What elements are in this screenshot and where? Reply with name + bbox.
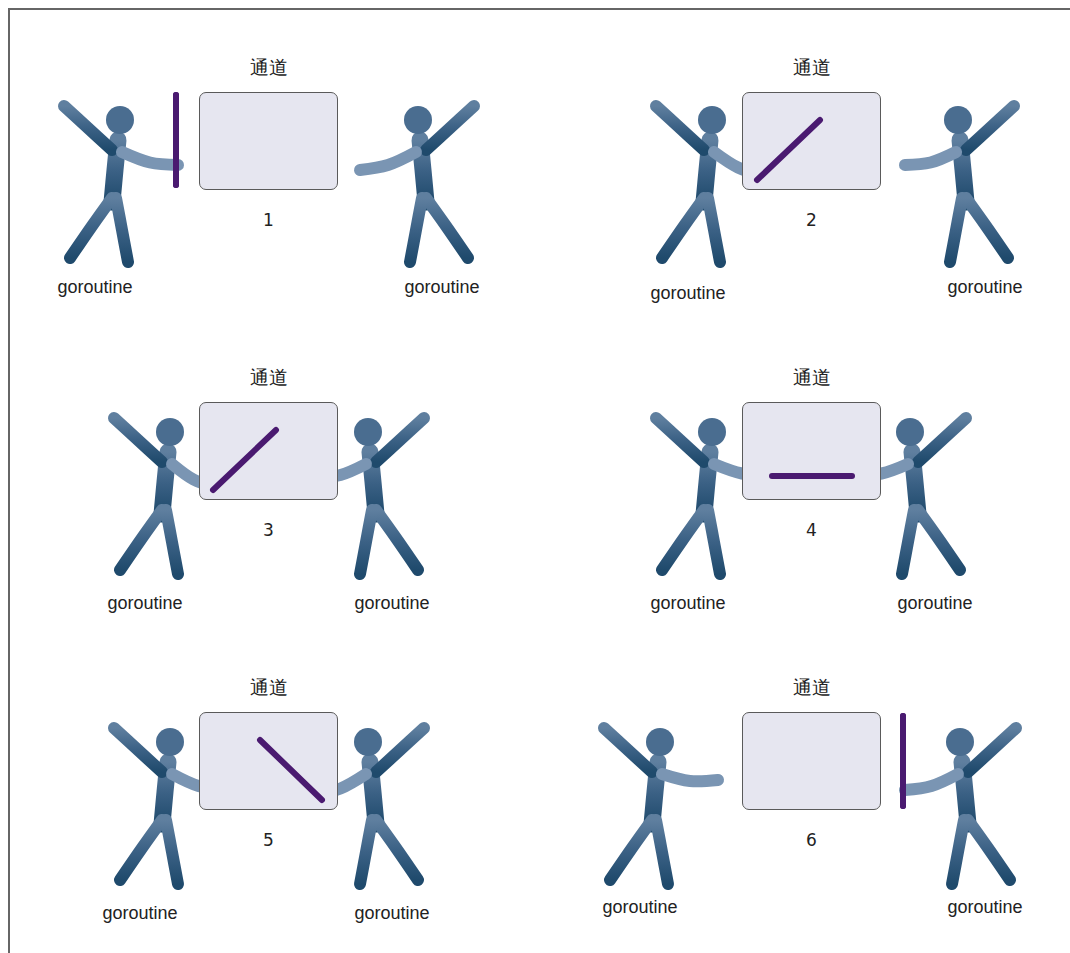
goroutine-label: goroutine [947,277,1022,298]
goroutine-label: goroutine [897,593,972,614]
frame [9,9,1070,953]
goroutine-label: goroutine [107,593,182,614]
goroutine-figure [604,728,718,884]
goroutine-label: goroutine [602,897,677,918]
goroutine-figure [905,728,1016,884]
goroutine-label: goroutine [354,593,429,614]
limb [120,820,162,880]
limb [968,728,1016,772]
limb [376,418,424,462]
limb [610,820,652,880]
limb [656,418,704,462]
head [156,728,184,756]
head [404,106,432,134]
limb [662,198,704,258]
limb [64,106,112,150]
channel-box: 通道1 [199,92,338,190]
limb [918,418,966,462]
limb [360,510,372,574]
goroutine-label: goroutine [57,277,132,298]
limb [166,820,178,884]
limb [376,820,418,880]
limb [708,198,720,262]
limb [122,152,178,165]
limb [656,106,704,150]
channel-box: 通道4 [742,402,881,500]
goroutine-label: goroutine [947,897,1022,918]
limb [376,728,424,772]
limb [426,198,468,258]
head [944,106,972,134]
limb [708,510,720,574]
head [698,106,726,134]
channel-box: 通道5 [199,712,338,810]
goroutine-label: goroutine [650,283,725,304]
limb [376,510,418,570]
limb [360,820,372,884]
step-number: 6 [723,830,900,850]
goroutine-figure [360,106,474,262]
limb [952,820,964,884]
channel-box: 通道3 [199,402,338,500]
channel-title: 通道 [180,675,357,701]
limb [604,728,652,772]
limb [120,510,162,570]
limb [950,198,962,262]
limb [426,106,474,150]
limb [966,106,1014,150]
message-stick [173,95,179,185]
step-number: 1 [180,210,357,230]
message-stick [173,95,179,185]
channel-box: 通道6 [742,712,881,810]
goroutine-figure [905,106,1014,262]
limb [662,774,718,781]
step-number: 3 [180,520,357,540]
limb [114,418,162,462]
head [946,728,974,756]
limb [902,510,914,574]
channel-title: 通道 [723,365,900,391]
head [354,418,382,446]
step-number: 2 [723,210,900,230]
limb [968,820,1010,880]
limb [166,510,178,574]
limb [966,198,1008,258]
goroutine-figure [64,106,178,262]
step-number: 5 [180,830,357,850]
goroutine-label: goroutine [102,903,177,924]
step-number: 4 [723,520,900,540]
goroutine-label: goroutine [650,593,725,614]
message-stick [900,716,906,806]
limb [114,728,162,772]
channel-title: 通道 [723,55,900,81]
goroutine-label: goroutine [354,903,429,924]
channel-title: 通道 [723,675,900,701]
limb [905,152,956,165]
limb [905,774,958,790]
limb [360,152,416,170]
head [896,418,924,446]
channel-title: 通道 [180,365,357,391]
limb [918,510,960,570]
channel-title: 通道 [180,55,357,81]
head [646,728,674,756]
head [156,418,184,446]
limb [656,820,668,884]
limb [662,510,704,570]
head [698,418,726,446]
limb [410,198,422,262]
head [354,728,382,756]
limb [116,198,128,262]
head [106,106,134,134]
channel-box: 通道2 [742,92,881,190]
message-stick [900,716,906,806]
limb [70,198,112,258]
goroutine-label: goroutine [404,277,479,298]
